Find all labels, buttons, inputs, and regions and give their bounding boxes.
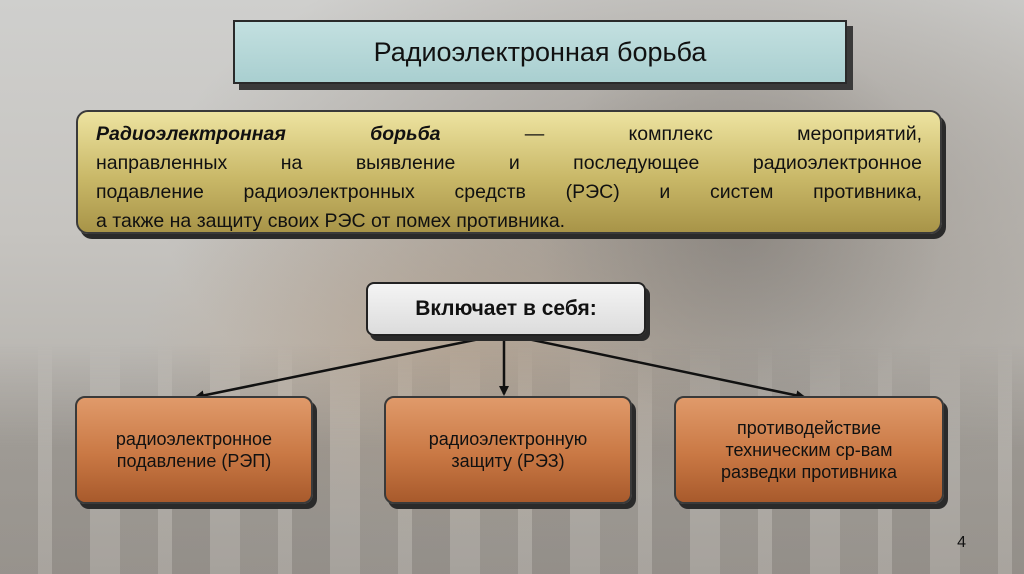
definition-box: Радиоэлектронная борьба — комплекс мероп… <box>76 110 942 234</box>
component-counter-line-1: противодействие <box>736 418 882 438</box>
component-rep-line-1: радиоэлектронное <box>115 429 273 449</box>
arrow-to-counter <box>503 332 806 401</box>
definition-line-3: подавление радиоэлектронных средств (РЭС… <box>96 181 922 203</box>
slide-title-box: Радиоэлектронная борьба <box>233 20 847 84</box>
includes-label: Включает в себя: <box>415 297 597 320</box>
slide-title: Радиоэлектронная борьба <box>373 36 707 67</box>
arrow-to-rep <box>194 332 505 401</box>
component-counter-line-2: техническим ср-вам <box>725 440 893 460</box>
definition-line-4: а также на защиту своих РЭС от помех про… <box>96 210 566 232</box>
component-rez-line-1: радиоэлектронную <box>428 429 588 449</box>
includes-box: Включает в себя: <box>366 282 646 336</box>
page-number: 4 <box>957 534 966 551</box>
definition-line-1: Радиоэлектронная борьба — комплекс мероп… <box>96 120 922 149</box>
component-rez-line-2: защиту (РЭЗ) <box>451 451 565 471</box>
definition-line-2: направленных на выявление и последующее … <box>96 152 922 174</box>
component-rep-line-2: подавление (РЭП) <box>116 451 272 471</box>
definition-line-1-rest: — комплекс мероприятий, <box>440 123 923 145</box>
definition-term: Радиоэлектронная борьба <box>96 123 441 145</box>
component-counter-line-3: разведки противника <box>721 462 897 482</box>
